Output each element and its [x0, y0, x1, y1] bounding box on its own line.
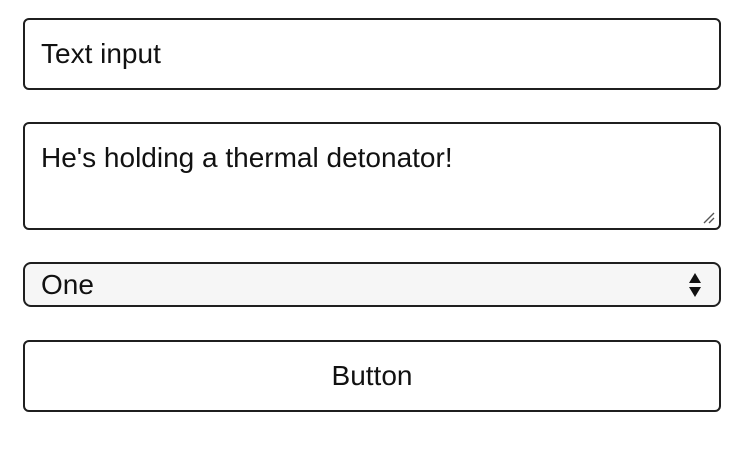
text-input-value: Text input — [41, 38, 161, 69]
textarea[interactable]: He's holding a thermal detonator! — [23, 122, 721, 230]
select-value: One — [41, 268, 94, 300]
resize-grip-icon[interactable] — [701, 210, 715, 224]
text-input[interactable]: Text input — [23, 18, 721, 90]
button[interactable]: Button — [23, 340, 721, 412]
textarea-value: He's holding a thermal detonator! — [41, 142, 453, 173]
select-dropdown[interactable]: One — [23, 262, 721, 307]
button-label: Button — [331, 360, 413, 391]
select-updown-arrows-icon — [687, 269, 703, 301]
